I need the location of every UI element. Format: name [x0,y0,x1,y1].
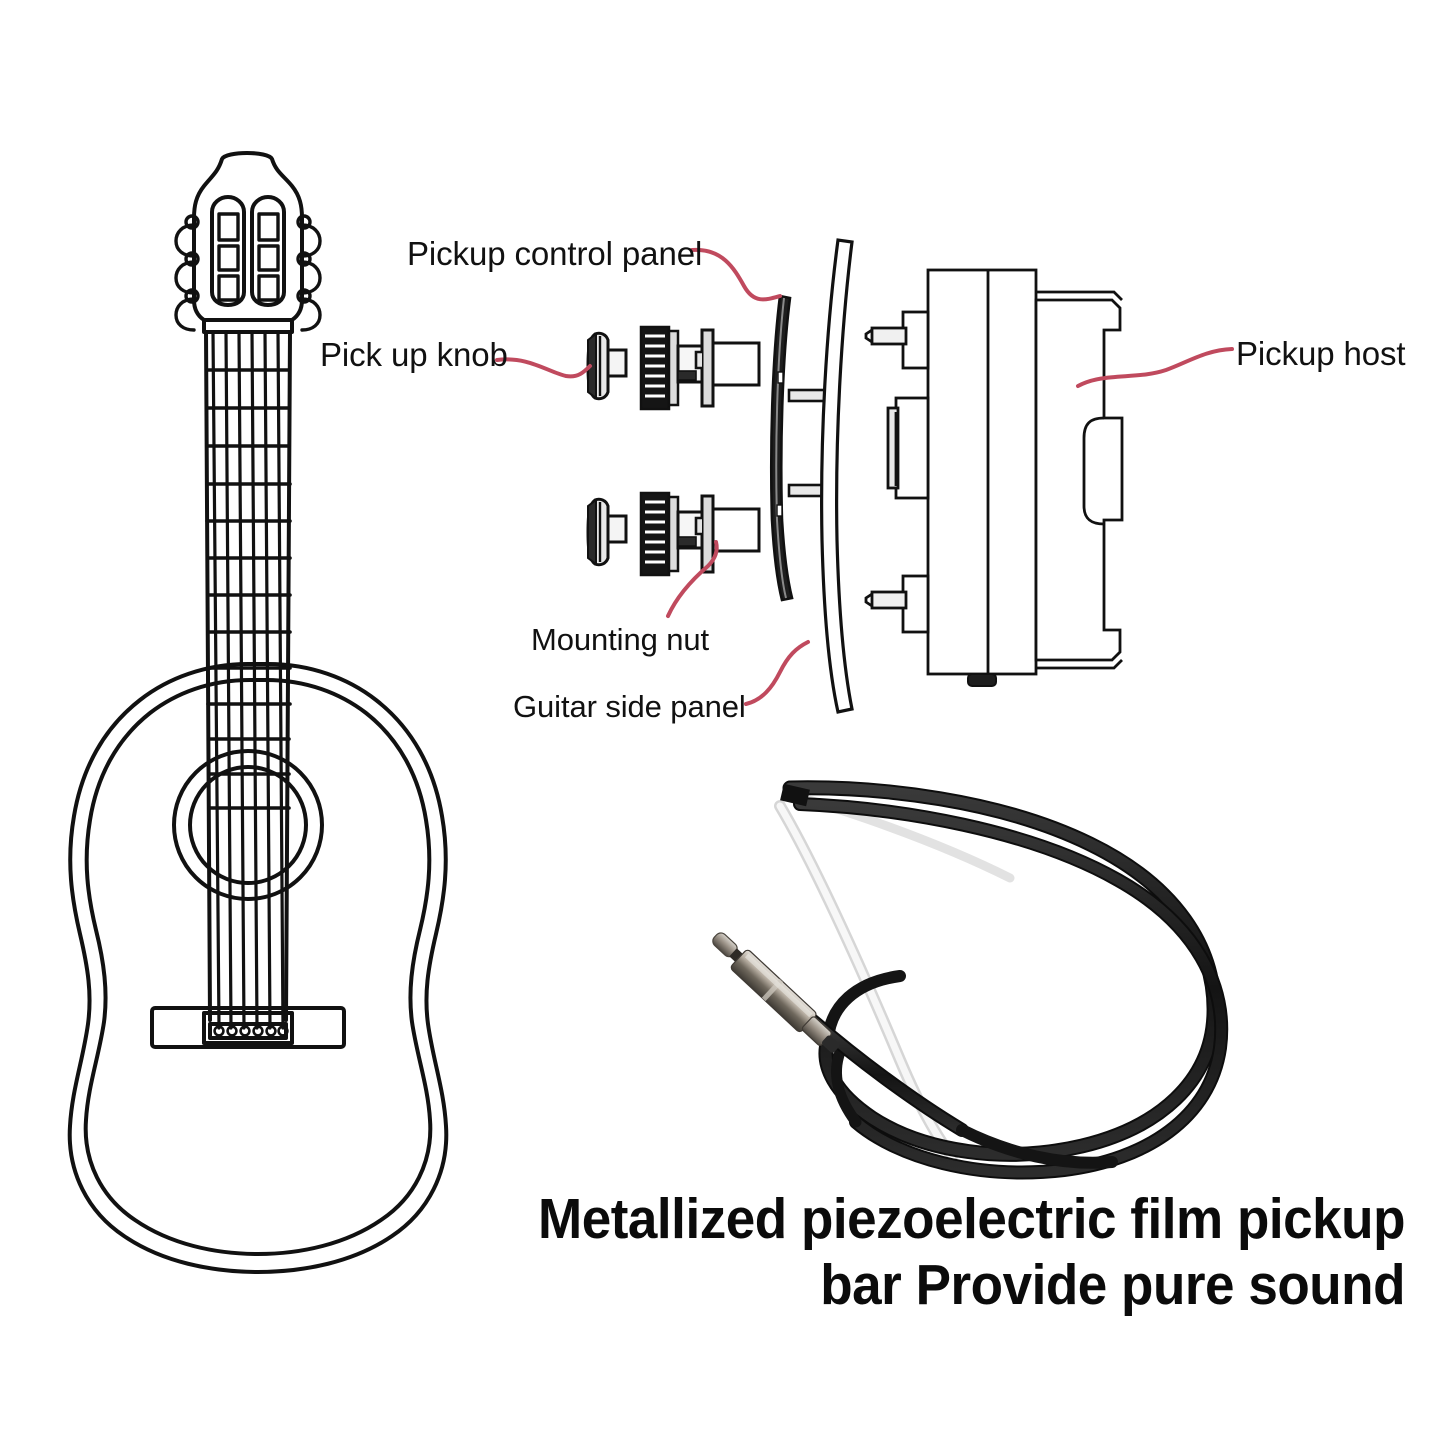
callout-pickup-host: Pickup host [1236,335,1406,372]
side-panel-curve [820,238,854,714]
product-caption: Metallized piezoelectric film pickup bar… [498,1186,1405,1318]
cable-coil [780,780,1229,1180]
soundhole [172,749,324,901]
bushing-upper [694,328,761,408]
caption-line-2: bar Provide pure sound [820,1253,1405,1318]
headstock [174,151,322,334]
knob-upper [586,331,628,401]
knob-lower [586,497,628,567]
strings [211,330,285,1030]
pickup-host-body [864,268,1124,687]
leader-mounting-nut [666,540,719,618]
callout-pick-up-knob: Pick up knob [320,336,508,373]
callout-guitar-side-panel: Guitar side panel [513,689,746,724]
leader-pick-up-knob [495,357,592,379]
guitar-body-outline [67,662,449,1274]
leader-pickup-host [1076,347,1234,388]
mounting-nut-lower [639,491,706,577]
control-panel-strip [769,294,827,602]
bushing-lower [694,494,761,574]
jack-plug [712,932,840,1053]
frets [205,368,292,810]
leader-guitar-side-panel [744,640,810,706]
caption-line-1: Metallized piezoelectric film pickup [538,1187,1405,1251]
mounting-nut-upper [639,325,706,411]
callout-mounting-nut: Mounting nut [531,622,710,657]
callout-pickup-control-panel: Pickup control panel [407,235,703,272]
leader-pickup-control-panel [690,247,782,302]
